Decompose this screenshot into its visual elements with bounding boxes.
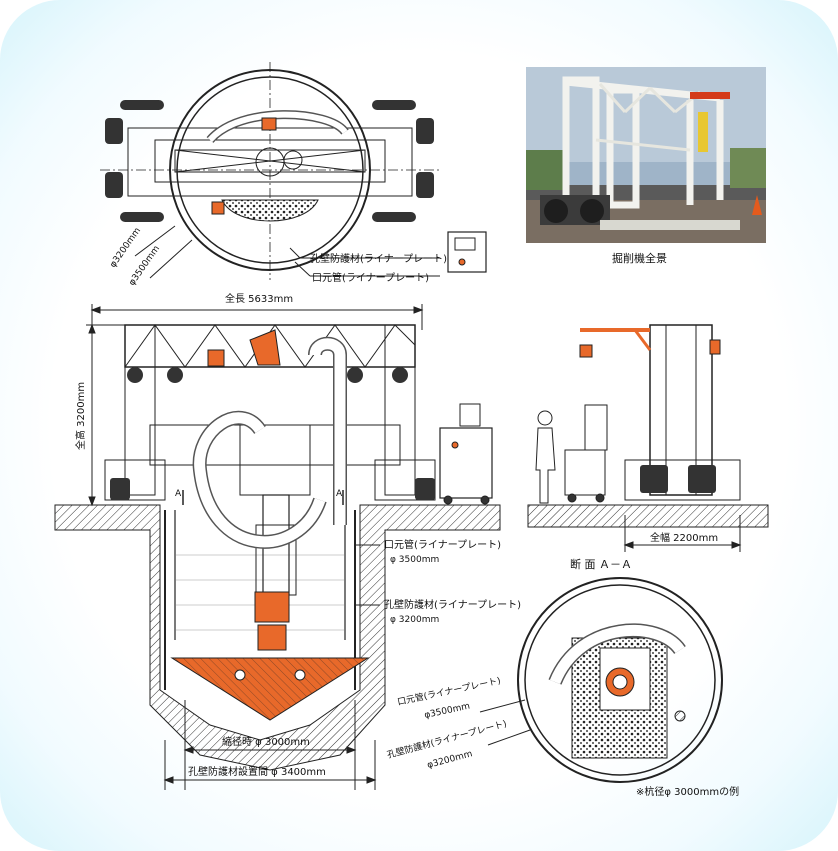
front-wall-dim: φ 3200mm <box>390 615 439 625</box>
front-reduced-dim: 縮径時 φ 3000mm <box>222 735 310 748</box>
plan-liner-casing-label: 口元管(ライナープレート) <box>312 271 429 284</box>
plan-dim-inner: φ3200mm <box>108 226 143 270</box>
front-view <box>54 304 501 790</box>
front-overall-height: 全高 3200mm <box>74 382 87 450</box>
front-wall-label: 孔壁防護材(ライナープレート) <box>384 598 521 611</box>
front-section-mark-right: A <box>336 489 343 499</box>
front-casing-dim: φ 3500mm <box>390 555 439 565</box>
footnote: ※杭径φ 3000mmの例 <box>636 785 739 798</box>
section-casing-label: 口元管(ライナープレート) <box>396 674 502 708</box>
front-install-dim: 孔壁防護材設置間 φ 3400mm <box>188 765 326 778</box>
front-section-mark-left: A <box>175 489 182 499</box>
photo-caption: 掘削機全景 <box>612 251 667 265</box>
section-wall-dim: φ3200mm <box>426 749 473 771</box>
plan-dim-outer: φ3500mm <box>127 244 162 288</box>
plan-liner-wall-label: 孔壁防護材(ライナープレート) <box>310 252 447 265</box>
machine-photo <box>526 67 766 243</box>
side-view <box>527 324 769 552</box>
section-title: 断 面 Ａ－Ａ <box>570 557 632 571</box>
section-wall-label: 孔壁防護材(ライナープレート) <box>386 717 508 761</box>
front-overall-length: 全長 5633mm <box>225 292 293 305</box>
plan-view <box>100 62 487 280</box>
section-casing-dim: φ3500mm <box>424 702 471 721</box>
section-view <box>479 577 723 783</box>
side-overall-width: 全幅 2200mm <box>650 531 718 544</box>
front-casing-label: 口元管(ライナープレート) <box>384 538 501 551</box>
